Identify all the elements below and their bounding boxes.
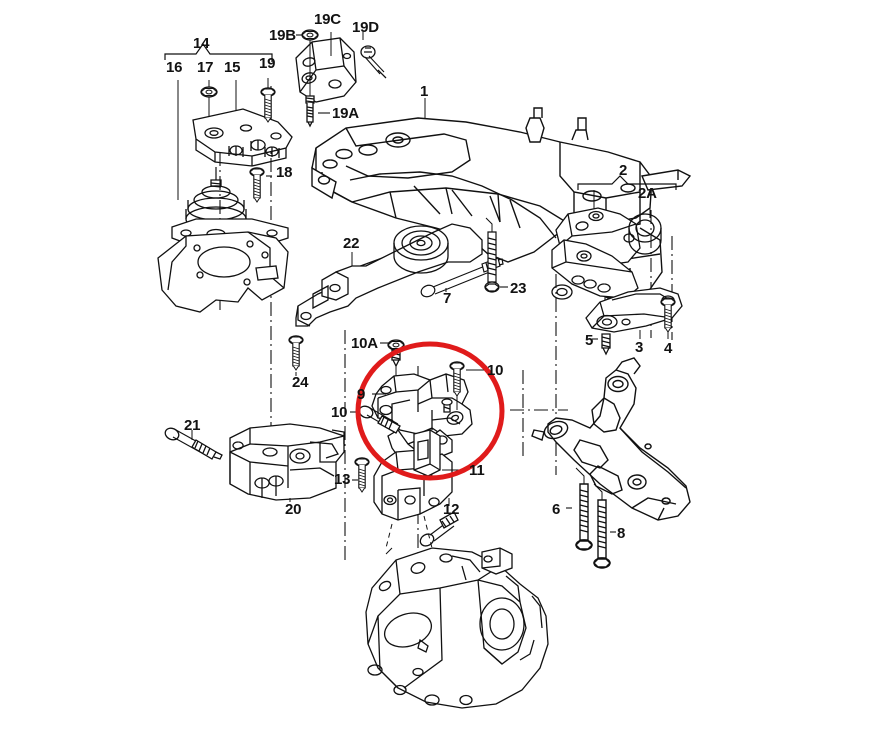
callout-24: 24 [292,374,309,391]
callout-19C: 19C [314,11,341,28]
callout-5: 5 [585,332,594,349]
callout-21: 21 [184,417,201,434]
callout-19: 19 [259,55,276,72]
callout-10: 10 [487,362,504,379]
callout-9: 9 [357,386,366,403]
red-circle-highlight [355,341,505,481]
callout-14: 14 [193,35,210,52]
part-lower-control-arm [531,357,691,569]
part-bolt-23 [484,217,508,293]
callout-12: 12 [443,501,460,518]
part-transmission-housing [365,547,549,709]
callout-11: 11 [469,462,485,479]
callout-19A: 19A [332,105,359,122]
callout-15: 15 [224,59,241,76]
callout-18: 18 [276,164,293,181]
part-pendulum-bracket-20 [164,423,345,502]
callout-3: 3 [635,339,644,356]
callout-16: 16 [166,59,183,76]
callout-22: 22 [343,235,360,252]
callout-19B: 19B [269,27,296,44]
part-gearbox-mount-bracket-19C [295,29,387,128]
part-engine-mount-bracket-2 [551,175,683,356]
callout-4: 4 [664,340,673,357]
part-pendulum-link-22 [288,223,483,376]
callout-10A: 10A [351,335,378,352]
callout-20: 20 [285,501,302,518]
callout-10-left: 10 [331,404,348,421]
callout-13: 13 [334,471,351,488]
callout-7: 7 [443,290,452,307]
part-heat-shield [157,231,289,313]
callout-2: 2 [619,162,628,179]
part-transmission-mount-9 [350,339,484,473]
callout-1: 1 [420,83,429,100]
callout-2A: 2A [638,185,657,202]
callout-6: 6 [552,501,561,518]
callout-8: 8 [617,525,626,542]
callout-19D: 19D [352,19,379,36]
part-engine-mount-assembly-14 [164,42,293,259]
callout-23: 23 [510,280,527,297]
callout-17: 17 [197,59,214,76]
